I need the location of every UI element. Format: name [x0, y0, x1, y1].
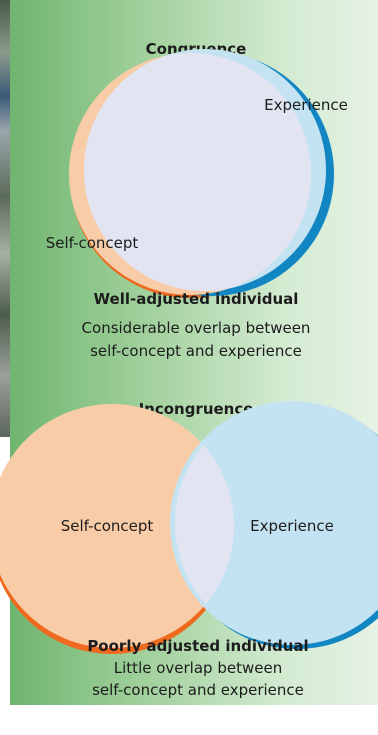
- experience-circle: [170, 401, 378, 645]
- incongruence-title: Incongruence: [139, 400, 254, 418]
- experience-label: Experience: [264, 96, 348, 114]
- congruence-caption-line-2: self-concept and experience: [90, 342, 302, 360]
- self-concept-circle: [0, 404, 234, 648]
- self-concept-label: Self-concept: [61, 517, 154, 535]
- incongruence-caption-title: Poorly adjusted individual: [87, 637, 308, 655]
- experience-label: Experience: [250, 517, 334, 535]
- incongruence-caption-line-2: self-concept and experience: [92, 681, 304, 699]
- self-concept-label: Self-concept: [46, 234, 139, 252]
- incongruence-caption-line-1: Little overlap between: [114, 659, 282, 677]
- incongruence-diagram: Incongruence Self-concept Experience Poo…: [0, 400, 378, 699]
- congruence-caption-title: Well-adjusted individual: [94, 290, 299, 308]
- overlap-region: [84, 53, 311, 291]
- congruence-diagram: Congruence Experience Self-concept Well-…: [46, 40, 348, 360]
- congruence-caption-line-1: Considerable overlap between: [82, 319, 311, 337]
- background-photo-strip: [0, 0, 10, 437]
